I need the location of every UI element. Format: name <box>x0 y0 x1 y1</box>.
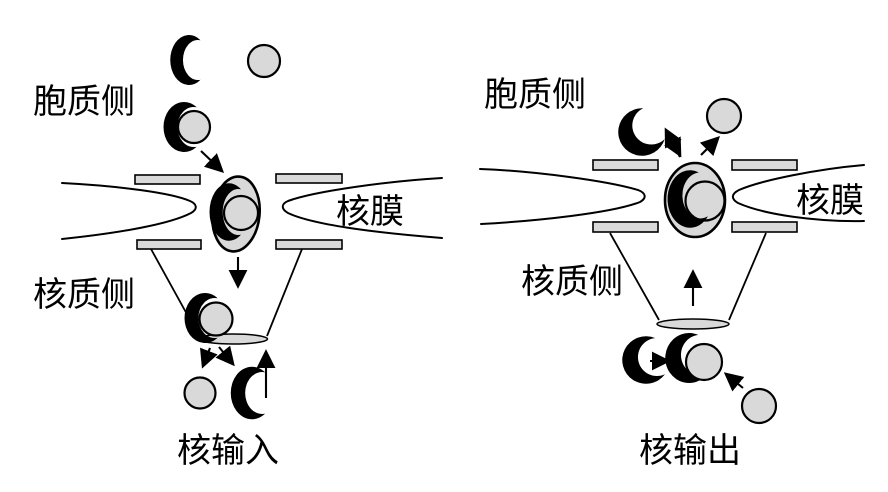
arrow-complex-to-pore <box>200 150 225 173</box>
nuclear-basket-ring <box>656 318 730 330</box>
membrane-label: 核膜 <box>336 193 404 231</box>
pore-ring-cytoplasmic-left <box>134 174 201 185</box>
pore-cargo-circle <box>222 194 260 232</box>
pore-ring-cytoplasmic-left <box>592 159 659 171</box>
cargo-circle <box>684 342 724 382</box>
cargo-circle <box>176 109 212 145</box>
cytoplasm-label: 胞质侧 <box>33 83 135 121</box>
export-panel: 胞质侧 核膜 核质侧 核输出 <box>479 76 865 470</box>
nuclear-envelope-right <box>731 164 865 223</box>
nuclear-envelope-left <box>479 168 646 225</box>
panel-caption: 核输出 <box>639 432 741 470</box>
free-cargo-circle <box>740 387 778 425</box>
receptor-cargo-complex-nucleoplasm <box>659 329 724 389</box>
membrane-label: 核膜 <box>796 182 864 220</box>
nuclear-envelope-right <box>281 177 443 239</box>
pore-cargo-circle <box>684 180 726 222</box>
nucleoplasm-label: 核质侧 <box>33 276 135 314</box>
pore-ring-nuclear-left <box>592 221 659 233</box>
nuclear-envelope-left <box>61 182 197 240</box>
panel-caption: 核输入 <box>177 432 279 470</box>
nuclear-basket-line-right <box>266 248 303 337</box>
pore-ring-cytoplasmic-right <box>731 159 798 171</box>
arrow-release-cargo <box>200 347 218 369</box>
receptor-cargo-complex-cytoplasm <box>163 102 212 152</box>
free-cargo-circle <box>246 43 282 79</box>
released-cargo-circle <box>183 376 217 410</box>
cargo-circle <box>198 301 234 337</box>
pore-ring-cytoplasmic-right <box>275 173 343 184</box>
receptor-cargo-complex-nucleoplasm <box>184 293 234 343</box>
released-cargo-circle <box>705 97 743 135</box>
arrow-cargo-release <box>699 135 721 157</box>
cytoplasm-label: 胞质侧 <box>484 76 586 114</box>
pore-ring-nuclear-right <box>731 221 798 233</box>
arrow-receptor-associate-down <box>664 130 682 158</box>
arrow-release-receptor <box>215 345 235 367</box>
nuclear-basket-line-right <box>728 232 767 321</box>
import-panel: 胞质侧 核膜 核质侧 核输入 <box>33 35 443 470</box>
arrow-cargo-to-complex <box>723 372 745 392</box>
pore-ring-nuclear-right <box>275 239 343 250</box>
pore-ring-nuclear-left <box>136 239 202 250</box>
nuclear-basket-line-left <box>609 232 660 321</box>
nucleoplasm-label: 核质侧 <box>521 263 623 301</box>
